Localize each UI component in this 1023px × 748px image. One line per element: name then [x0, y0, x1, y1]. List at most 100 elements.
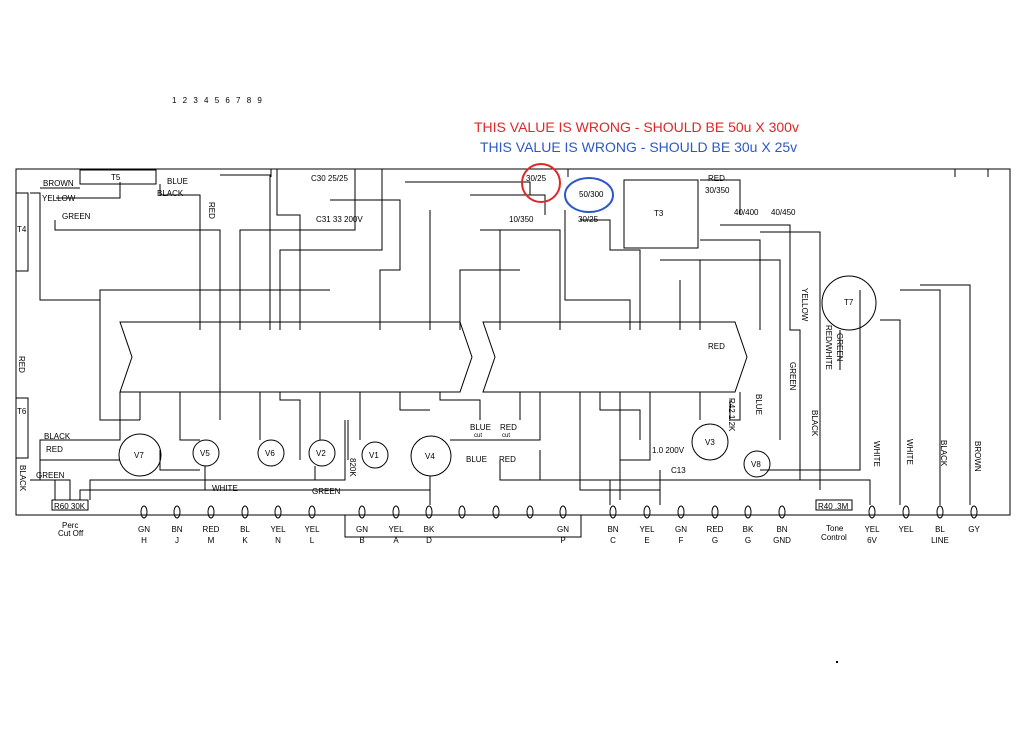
terminal-top-label: BL [935, 525, 945, 534]
wire-brown-far-label: BROWN [973, 441, 982, 472]
terminal-top-label: YEL [304, 525, 320, 534]
tube-v2-label: V2 [316, 449, 326, 458]
tube-v6-label: V6 [265, 449, 275, 458]
terminal-labels: GNHBNJREDMBLKYELNYELLGNBYELABKDGNPBNCYEL… [138, 525, 980, 545]
terminal-strip-right [482, 321, 748, 393]
tube-v3 [691, 423, 729, 461]
terminal-bottom-label: K [242, 536, 248, 545]
label-t7: T7 [844, 298, 854, 307]
wire-blue-v4-label: BLUE [466, 455, 487, 464]
transformer-t6 [15, 397, 29, 459]
terminal-posts [140, 505, 978, 519]
terminal-bottom-label: C [610, 536, 616, 545]
cap-40-400-label: 40/400 [734, 208, 759, 217]
terminal-top-label: GN [675, 525, 687, 534]
resistor-r42-label: R42 1.2K [727, 398, 736, 432]
terminal-top-label: YEL [864, 525, 880, 534]
control-cutoff-label: Cut Off [58, 529, 84, 538]
terminal-bottom-label: P [560, 536, 565, 545]
terminal-top-label: BN [607, 525, 618, 534]
terminal-top-label: RED [203, 525, 220, 534]
cap-50-300-label: 50/300 [579, 190, 604, 199]
terminal-bottom-label: A [393, 536, 399, 545]
wire-red-left-label: RED [17, 356, 26, 373]
terminal-top-label: YEL [898, 525, 914, 534]
wire-red-cut-label: RED [500, 423, 517, 432]
wire-red-vert-label: RED [207, 202, 216, 219]
terminal-top-label: YEL [639, 525, 655, 534]
transformer-t3 [623, 179, 699, 249]
chassis-outline [15, 168, 1011, 516]
label-t4: T4 [17, 225, 27, 234]
wire-white-2-label: WHITE [905, 439, 914, 465]
resistor-r40-label: R40 .3M [818, 502, 849, 511]
wire-blue-cut-sub: cut [474, 433, 482, 439]
transformer-t7 [821, 275, 877, 331]
correction-note-red: THIS VALUE IS WRONG - SHOULD BE 50u X 30… [474, 119, 799, 135]
wire-white-label: WHITE [212, 484, 238, 493]
cap-30-25-bottom-label: 30/25 [578, 215, 599, 224]
terminal-bottom-label: N [275, 536, 281, 545]
terminal-bottom-label: E [644, 536, 649, 545]
terminal-top-label: YEL [388, 525, 404, 534]
wire-green-lower-label: GREEN [36, 471, 65, 480]
highlight-circle-red [521, 163, 561, 203]
cap-30-350-label: 30/350 [705, 186, 730, 195]
terminal-top-label: GN [356, 525, 368, 534]
wire-blue-label: BLUE [167, 177, 188, 186]
label-t5: T5 [111, 173, 121, 182]
wire-blue-v3-label: BLUE [754, 394, 763, 415]
wire-red-white-label: RED/WHITE [824, 325, 833, 370]
terminal-strip-left [119, 321, 473, 393]
tube-v3-label: V3 [705, 438, 715, 447]
terminal-bottom-label: B [359, 536, 364, 545]
terminal-bottom-label: L [310, 536, 315, 545]
wire-red-v4-label: RED [499, 455, 516, 464]
wire-black-label: BLACK [157, 189, 184, 198]
tube-v2 [308, 439, 336, 467]
terminal-top-label: GN [138, 525, 150, 534]
terminal-bottom-label: LINE [931, 536, 949, 545]
wire-red-t3-label: RED [708, 174, 725, 183]
terminal-top-label: GY [968, 525, 980, 534]
cap-c13-label: C13 [671, 466, 686, 475]
terminal-top-label: BN [171, 525, 182, 534]
terminal-bottom-label: F [679, 536, 684, 545]
wire-green-t7-label: GREEN [835, 333, 844, 362]
tube-v6 [257, 439, 285, 467]
terminal-bottom-label: GND [773, 536, 791, 545]
wire-red-cut-sub: cut [502, 433, 510, 439]
terminal-bottom-label: H [141, 536, 147, 545]
wire-green-label: GREEN [62, 212, 91, 221]
wire-yellow-label: YELLOW [42, 194, 76, 203]
stray-dot [836, 661, 838, 663]
wire-black-left-label: BLACK [44, 432, 71, 441]
label-t3: T3 [654, 209, 664, 218]
tube-v5-label: V5 [200, 449, 210, 458]
transformer-t5 [79, 169, 157, 185]
terminal-top-label: BK [424, 525, 435, 534]
terminal-top-label: BN [776, 525, 787, 534]
cap-40-450-label: 40/450 [771, 208, 796, 217]
wire-brown-label: BROWN [43, 179, 74, 188]
wire-black-right-label: BLACK [810, 410, 819, 437]
terminal-top-label: RED [707, 525, 724, 534]
tube-v4-label: V4 [425, 452, 435, 461]
terminal-bottom-label: J [175, 536, 179, 545]
terminal-top-label: GN [557, 525, 569, 534]
wiring [30, 174, 971, 505]
label-t6: T6 [17, 407, 27, 416]
highlight-circle-blue [564, 177, 614, 213]
tube-v8-label: V8 [751, 460, 761, 469]
wire-yellow-vert-label: YELLOW [800, 288, 809, 322]
terminal-top-label: BL [240, 525, 250, 534]
tube-v1 [361, 441, 389, 469]
wire-green-vert-label: GREEN [788, 362, 797, 391]
terminal-bottom-label: G [745, 536, 751, 545]
cap-30-25-top-label: 30/25 [526, 174, 547, 183]
cap-c31-label: C31 33 200V [316, 215, 363, 224]
wire-blue-cut-label: BLUE [470, 423, 491, 432]
control-tone-label: Tone [826, 524, 844, 533]
pin-ruler: 1 2 3 4 5 6 7 8 9 [172, 96, 264, 105]
